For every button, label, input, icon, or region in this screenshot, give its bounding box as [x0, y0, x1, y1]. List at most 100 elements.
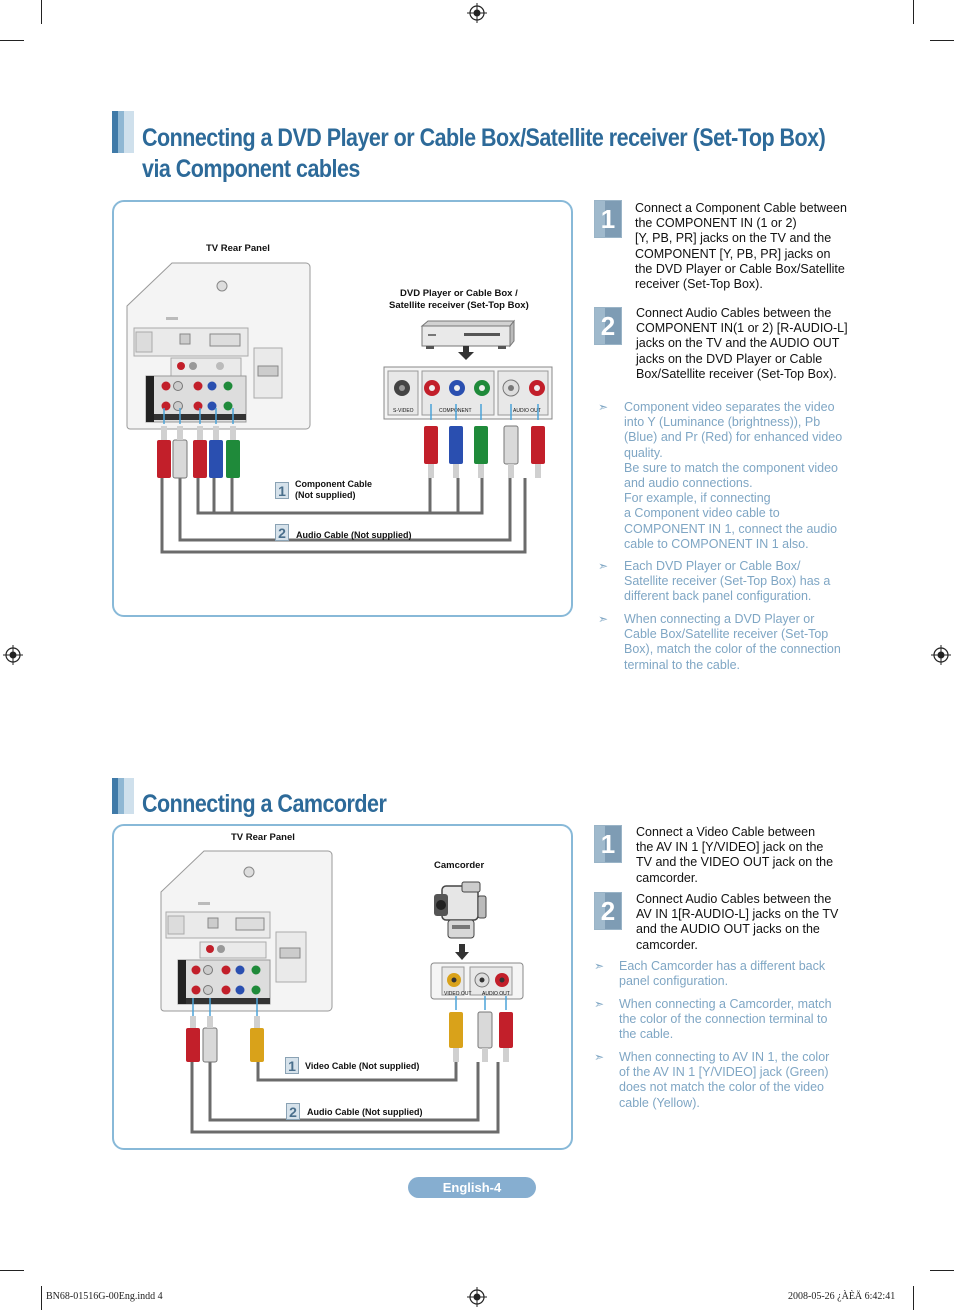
- print-slug-left: BN68-01516G-00Eng.indd 4: [46, 1291, 163, 1302]
- step-1-badge: 1: [594, 200, 622, 238]
- registration-mark-icon: [467, 1287, 487, 1307]
- note-line: the color of the connection terminal to: [619, 1012, 828, 1027]
- step-line: Connect a Component Cable between: [635, 201, 847, 215]
- step-line: and the AUDIO OUT jacks on the: [636, 922, 820, 937]
- crop-mark: [913, 1286, 914, 1310]
- note-1: Component video separates the video into…: [624, 400, 842, 552]
- tv-rear-panel-illustration: [160, 850, 333, 1012]
- jack-label-audio-out: AUDIO OUT: [513, 408, 541, 414]
- jack-label-audio-out: AUDIO OUT: [482, 991, 510, 997]
- step-line: Connect a Video Cable between: [636, 825, 816, 839]
- dvd-back-panel-illustration: [383, 366, 553, 420]
- registration-mark-icon: [931, 645, 951, 665]
- note-line: For example, if connecting: [624, 491, 771, 506]
- camcorder-back-panel-illustration: [430, 962, 524, 1000]
- step-line: jacks on the TV and the AUDIO OUT: [636, 336, 840, 351]
- note-line: panel configuration.: [619, 974, 729, 989]
- note-line: does not match the color of the video: [619, 1080, 824, 1095]
- note-2: When connecting a Camcorder, match the c…: [619, 997, 832, 1043]
- note-line: (Blue) and Pr (Red) for enhanced video: [624, 430, 843, 445]
- note-line: COMPONENT IN 1, connect the audio: [624, 521, 838, 536]
- note-line: Satellite receiver (Set-Top Box) has a: [624, 574, 831, 589]
- dvd-device-label-line1: DVD Player or Cable Box /: [400, 288, 518, 299]
- section-title-marker: [112, 778, 134, 814]
- step-1-text: Connect a Component Cable between the CO…: [635, 201, 847, 292]
- down-arrow-icon: [455, 944, 469, 960]
- note-line: into Y (Luminance (brightness)), Pb: [624, 415, 821, 430]
- jack-label-video-out: VIDEO OUT: [444, 991, 472, 997]
- crop-mark: [913, 0, 914, 24]
- note-line: of the AV IN 1 [Y/VIDEO] jack (Green): [619, 1065, 829, 1080]
- note-arrow-icon: ➣: [598, 612, 609, 626]
- note-line: When connecting a DVD Player or: [624, 612, 815, 626]
- section2-title: Connecting a Camcorder: [142, 790, 387, 818]
- note-1: Each Camcorder has a different back pane…: [619, 959, 825, 989]
- component-cable-label-line2: (Not supplied): [295, 490, 356, 500]
- step-line: the DVD Player or Cable Box/Satellite: [635, 261, 845, 276]
- cable2-number-badge: 2: [275, 524, 289, 541]
- step-line: camcorder.: [636, 870, 698, 885]
- tv-rear-panel-label: TV Rear Panel: [206, 243, 270, 254]
- note-arrow-icon: ➣: [598, 559, 609, 573]
- audio-cable-label: Audio Cable (Not supplied): [307, 1107, 423, 1117]
- note-line: cable (Yellow).: [619, 1095, 700, 1110]
- registration-mark-icon: [467, 3, 487, 23]
- step-line: the AV IN 1 [Y/VIDEO] jack on the: [636, 840, 824, 855]
- note-line: the cable.: [619, 1027, 674, 1042]
- page-number-label: English-4: [408, 1177, 536, 1198]
- step-1-badge: 1: [594, 825, 622, 863]
- step-2-badge: 2: [594, 892, 622, 930]
- camcorder-label: Camcorder: [434, 860, 485, 871]
- crop-mark: [41, 0, 42, 24]
- note-line: a Component video cable to: [624, 506, 780, 521]
- note-3: When connecting a DVD Player or Cable Bo…: [624, 612, 841, 673]
- crop-mark: [0, 1270, 24, 1271]
- dvd-device-label-line2: Satellite receiver (Set-Top Box): [389, 300, 529, 311]
- note-line: When connecting a Camcorder, match: [619, 997, 832, 1011]
- step-line: Box/Satellite receiver (Set-Top Box).: [636, 366, 837, 381]
- down-arrow-icon: [458, 346, 474, 360]
- step-2-badge: 2: [594, 307, 622, 345]
- step-line: AV IN 1[R-AUDIO-L] jacks on the TV: [636, 907, 839, 922]
- step-line: receiver (Set-Top Box).: [635, 277, 763, 292]
- step-line: [Y, PB, PR] jacks on the TV and the: [635, 231, 832, 246]
- camcorder-icon: [434, 881, 487, 939]
- tv-rear-panel-illustration: [126, 262, 311, 430]
- note-arrow-icon: ➣: [598, 400, 609, 414]
- section1-title-line2: via Component cables: [142, 155, 360, 183]
- crop-mark: [41, 1286, 42, 1310]
- step-line: the COMPONENT IN (1 or 2): [635, 216, 797, 231]
- note-line: quality.: [624, 445, 663, 460]
- registration-mark-icon: [3, 645, 23, 665]
- note-2: Each DVD Player or Cable Box/ Satellite …: [624, 559, 830, 605]
- step-line: COMPONENT [Y, PB, PR] jacks on: [635, 246, 831, 261]
- jack-label-s-video: S-VIDEO: [393, 408, 414, 414]
- note-line: Each DVD Player or Cable Box/: [624, 559, 801, 573]
- step-2-text: Connect Audio Cables between the AV IN 1…: [636, 892, 838, 953]
- section2-cables-illustration: [186, 996, 513, 1134]
- step-line: Connect Audio Cables between the: [636, 306, 832, 320]
- step-line: COMPONENT IN(1 or 2) [R-AUDIO-L]: [636, 321, 848, 336]
- crop-mark: [930, 40, 954, 41]
- section1-cables-illustration: [157, 404, 545, 554]
- step-line: Connect Audio Cables between the: [636, 892, 832, 906]
- note-line: When connecting to AV IN 1, the color: [619, 1050, 830, 1064]
- note-line: Be sure to match the component video: [624, 460, 839, 475]
- crop-mark: [0, 40, 24, 41]
- print-slug-right: 2008-05-26 ¿ÀÈÄ 6:42:41: [788, 1291, 896, 1302]
- step-line: TV and the VIDEO OUT jack on the: [636, 855, 834, 870]
- audio-cable-label: Audio Cable (Not supplied): [296, 530, 412, 540]
- note-line: terminal to the cable.: [624, 657, 741, 672]
- cable1-number-badge: 1: [275, 482, 289, 499]
- component-cable-label-line1: Component Cable: [295, 479, 373, 489]
- note-line: Cable Box/Satellite receiver (Set-Top: [624, 627, 829, 642]
- note-arrow-icon: ➣: [594, 1050, 605, 1064]
- note-arrow-icon: ➣: [594, 959, 605, 973]
- step-line: jacks on the DVD Player or Cable: [636, 351, 823, 366]
- note-arrow-icon: ➣: [594, 997, 605, 1011]
- crop-mark: [930, 1270, 954, 1271]
- section1-title-line1: Connecting a DVD Player or Cable Box/Sat…: [142, 124, 826, 152]
- step-line: camcorder.: [636, 937, 698, 952]
- note-line: Box), match the color of the connection: [624, 642, 841, 657]
- note-line: Component video separates the video: [624, 400, 835, 414]
